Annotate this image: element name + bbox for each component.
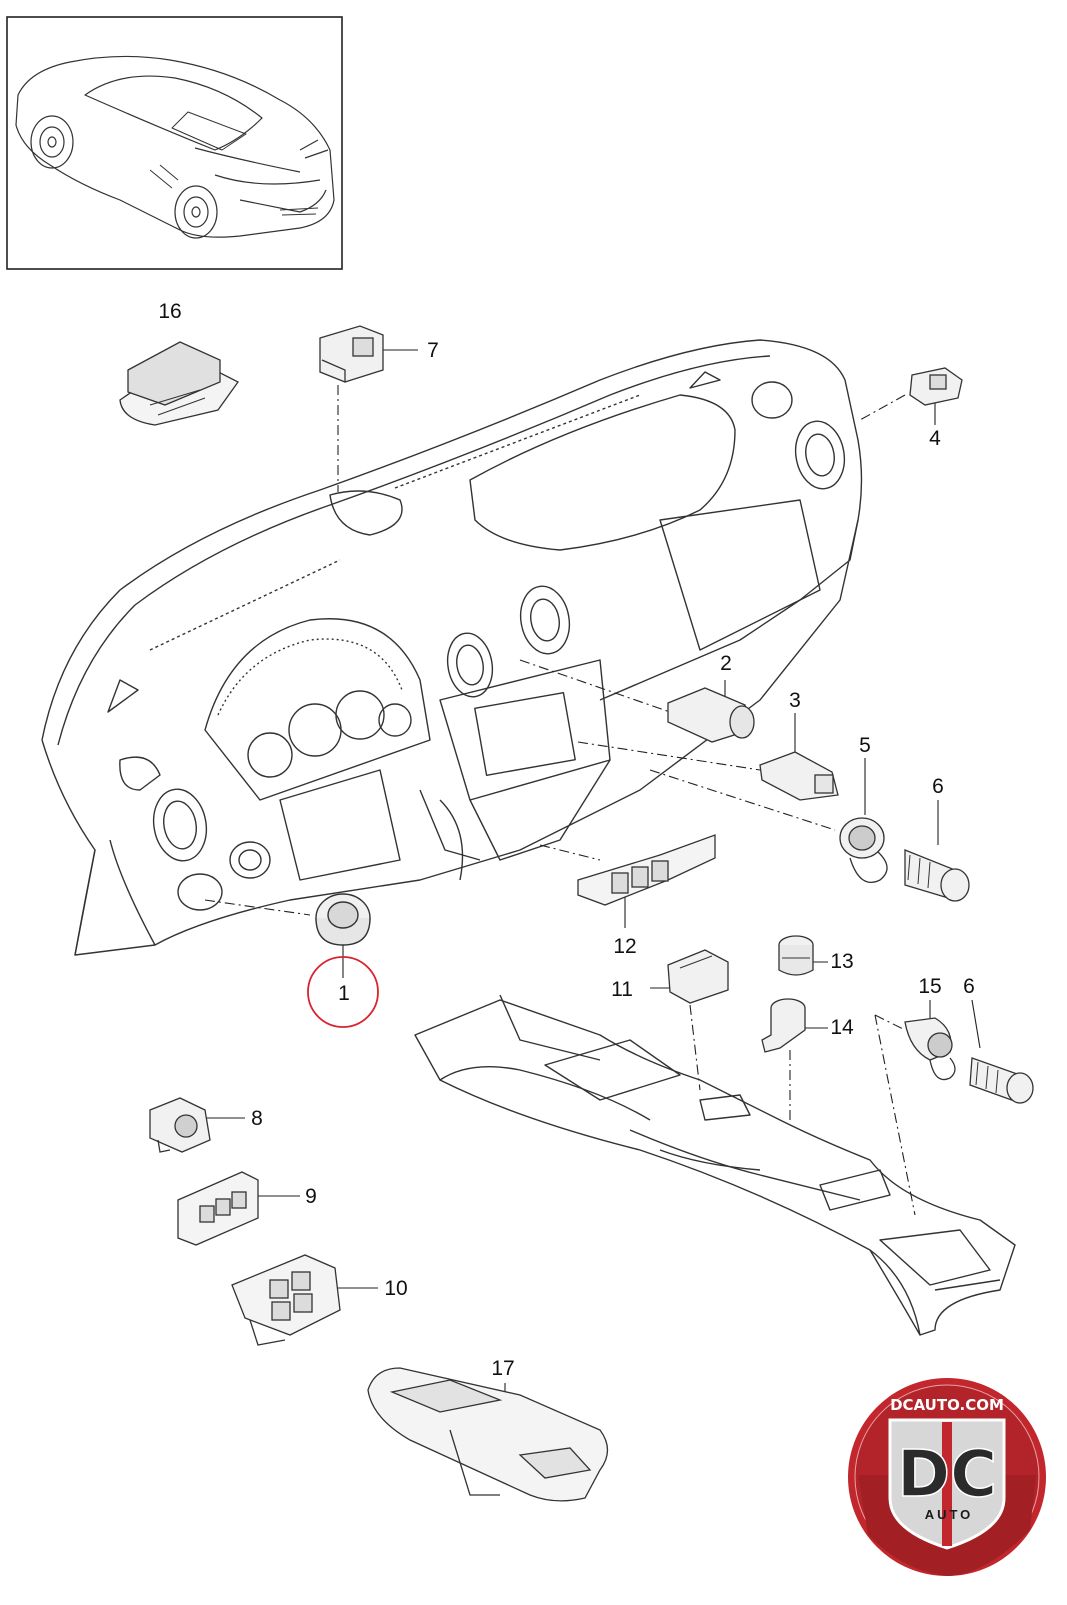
callout-3: 3 bbox=[789, 689, 801, 712]
part-1-switch-bezel bbox=[315, 893, 371, 946]
part-16-switch bbox=[119, 341, 239, 426]
callout-14: 14 bbox=[830, 1016, 854, 1039]
callout-11: 11 bbox=[611, 978, 633, 1001]
logo-bottom-text: AUTO bbox=[925, 1507, 974, 1522]
part-13-socket bbox=[778, 935, 814, 976]
dcauto-logo: DCAUTO.COM DC AUTO bbox=[848, 1378, 1046, 1576]
callout-4: 4 bbox=[929, 427, 941, 450]
part-17-window-switch bbox=[367, 1367, 609, 1502]
part-6-lighter-upper bbox=[904, 849, 970, 902]
callout-15: 15 bbox=[918, 975, 941, 998]
part-4-switch bbox=[909, 367, 963, 406]
callout-5: 5 bbox=[859, 734, 871, 757]
part-7-switch bbox=[319, 325, 384, 383]
part-12-switch-panel bbox=[577, 834, 716, 906]
car-inset bbox=[6, 16, 343, 270]
highlight-ring-part-1 bbox=[307, 956, 379, 1028]
part-9-switch bbox=[177, 1171, 259, 1246]
callout-numbers: 16 7 4 2 3 5 6 12 1 13 11 15 6 14 8 9 10… bbox=[158, 300, 975, 1380]
center-console bbox=[414, 994, 1016, 1336]
callout-7: 7 bbox=[427, 339, 439, 362]
callout-10: 10 bbox=[384, 1277, 407, 1300]
callout-6-lower: 6 bbox=[963, 975, 975, 998]
callout-6-upper: 6 bbox=[932, 775, 944, 798]
callout-8: 8 bbox=[251, 1107, 263, 1130]
callout-1: 1 bbox=[338, 982, 350, 1005]
callout-12: 12 bbox=[613, 935, 636, 958]
part-2-sensor bbox=[667, 687, 755, 743]
part-6-lighter-lower bbox=[969, 1057, 1034, 1104]
logo-mark: DC bbox=[897, 1438, 997, 1512]
part-14-holder bbox=[761, 998, 806, 1053]
part-10-switch-block bbox=[231, 1254, 341, 1346]
car-illustration bbox=[15, 55, 335, 239]
leader-lines bbox=[204, 349, 981, 1425]
callout-9: 9 bbox=[305, 1185, 317, 1208]
logo-top-text: DCAUTO.COM bbox=[890, 1396, 1004, 1414]
callout-17: 17 bbox=[491, 1357, 514, 1380]
part-11-switch bbox=[667, 949, 729, 1004]
part-15-socket bbox=[904, 1017, 956, 1081]
part-3-sensor bbox=[759, 751, 839, 801]
part-8-switch bbox=[149, 1097, 211, 1153]
part-5-socket bbox=[839, 817, 888, 884]
callout-16: 16 bbox=[158, 300, 181, 323]
callout-2: 2 bbox=[720, 652, 732, 675]
callout-13: 13 bbox=[830, 950, 853, 973]
dashboard-panel bbox=[41, 339, 863, 956]
